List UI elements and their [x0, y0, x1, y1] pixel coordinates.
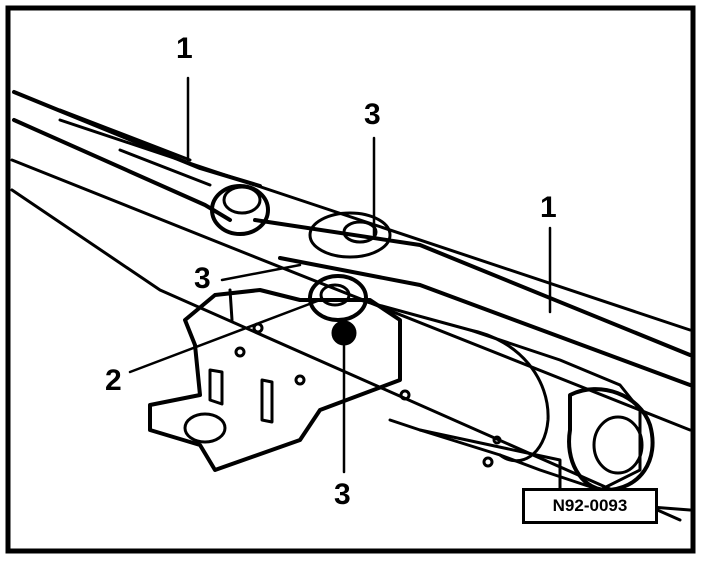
- motor-housing-ridge: [468, 328, 550, 463]
- crossmember: [10, 158, 692, 522]
- crank-nut: [342, 220, 378, 244]
- callout-3-bottom: 3: [334, 478, 351, 511]
- leader-left-3: [220, 263, 302, 282]
- callout-1-top-left: 1: [176, 32, 193, 65]
- main-nut-inner: [319, 283, 351, 307]
- crossmember-inner: [58, 118, 692, 332]
- motor-end-cap-inner: [592, 415, 644, 475]
- motor-body: [358, 298, 642, 492]
- callout-3-left: 3: [194, 262, 211, 295]
- motor-dot-3: [492, 435, 502, 445]
- ball-joint-left-top: [222, 185, 262, 215]
- callout-2-left: 2: [105, 364, 122, 397]
- callout-3-top-center: 3: [364, 98, 381, 131]
- bracket-slot-3: [228, 288, 234, 322]
- motor-dot-1: [399, 389, 411, 401]
- callout-1-right: 1: [540, 191, 557, 224]
- bracket-slot-1: [208, 368, 224, 406]
- figure-reference-code: N92-0093: [522, 488, 658, 524]
- linkage-rod-right: [253, 218, 692, 387]
- mounting-bracket: [148, 288, 402, 472]
- motor-end-cap: [567, 387, 655, 492]
- bracket-dot-1: [234, 346, 246, 358]
- mounting-bolt: [331, 320, 357, 346]
- bracket-dot-2: [294, 374, 306, 386]
- motor-dot-2: [482, 456, 494, 468]
- bracket-hole: [183, 412, 227, 444]
- linkage-rod-left-detail: [58, 108, 212, 187]
- leader-left-2: [128, 298, 322, 374]
- crank-pivot: [308, 211, 392, 259]
- bracket-slot-2: [260, 378, 274, 424]
